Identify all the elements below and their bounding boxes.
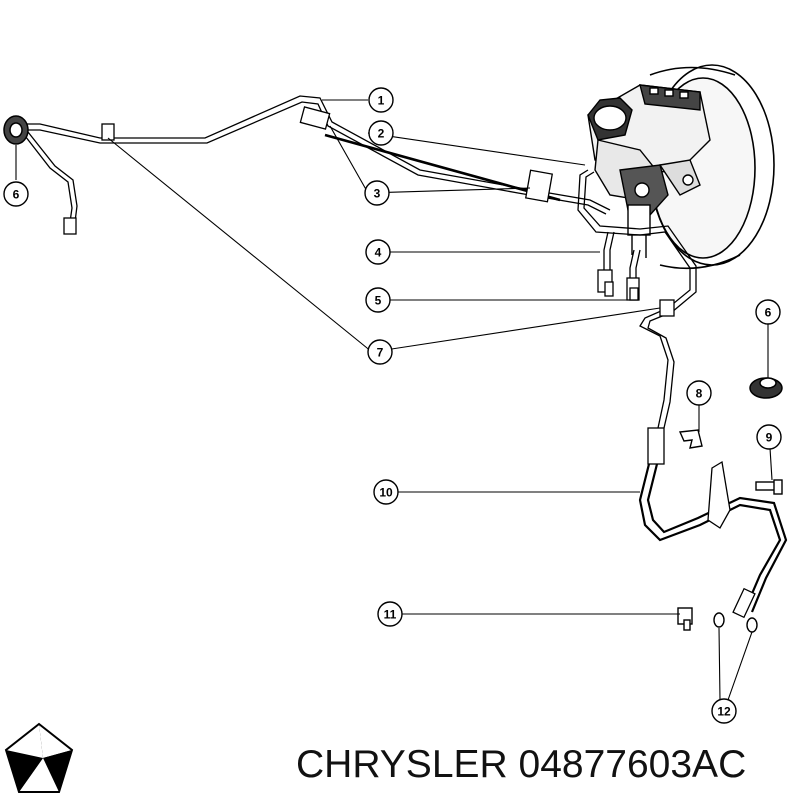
grommet-6-left [3,115,29,145]
svg-text:2: 2 [378,127,385,141]
clip-7a [101,123,115,141]
svg-text:6: 6 [765,306,772,320]
line-clips [63,106,756,619]
callout-10: 10 [373,479,399,505]
svg-text:5: 5 [375,294,382,308]
callout-5: 5 [365,287,391,313]
clip-3b [524,169,554,203]
master-cylinder [587,84,711,258]
svg-text:10: 10 [379,486,393,500]
callout-11: 11 [377,601,403,627]
leader-lines [15,99,773,701]
callout-2: 2 [368,120,394,146]
svg-text:6: 6 [13,188,20,202]
callout-4: 4 [365,239,391,265]
fitting-10-top [647,427,665,465]
brand-name: CHRYSLER [296,743,508,786]
hose-bracket [707,460,731,529]
svg-text:4: 4 [375,246,382,260]
svg-text:8: 8 [696,387,703,401]
callout-7: 7 [367,339,393,365]
callout-12: 12 [711,698,737,724]
callout-3: 3 [364,180,390,206]
part-number: 04877603AC [518,743,747,786]
svg-text:7: 7 [377,346,384,360]
chrysler-pentastar-logo [4,722,74,793]
clip-3a [299,106,331,130]
callout-9: 9 [756,424,782,450]
callout-6-right: 6 [755,299,781,325]
svg-text:3: 3 [374,187,381,201]
svg-text:12: 12 [717,705,731,719]
part-banjo-bolt-11 [677,607,693,631]
footer-caption: CHRYSLER 04877603AC [296,737,796,793]
callout-8: 8 [686,380,712,406]
part-grommet-6 [749,377,783,399]
svg-text:1: 1 [378,94,385,108]
part-clip-8 [678,429,703,449]
clip-7b [659,299,675,317]
svg-text:9: 9 [766,431,773,445]
callout-1: 1 [368,87,394,113]
callout-6-left: 6 [3,181,29,207]
svg-text:11: 11 [384,608,397,622]
part-bolt-9 [755,479,783,495]
hose-end [732,587,756,619]
fitting-left [63,217,77,235]
part-washers-12 [713,612,758,633]
